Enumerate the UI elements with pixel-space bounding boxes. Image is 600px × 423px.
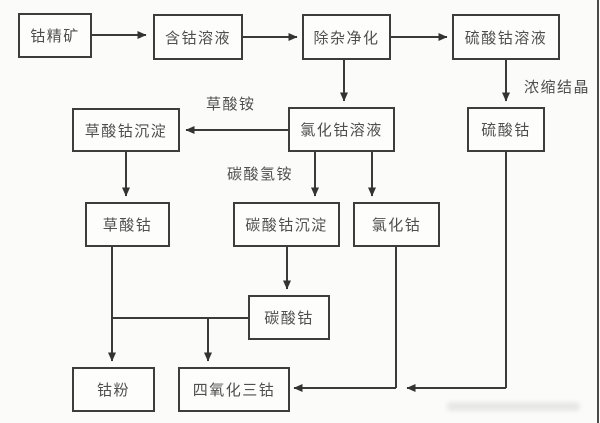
- node-purification: 除杂净化: [302, 14, 391, 60]
- node-tricobalt-tetroxide: 四氧化三钴: [178, 367, 290, 412]
- node-cobalt-chloride-solution: 氯化钴溶液: [288, 107, 395, 152]
- node-cobalt-carbonate-precipitate: 碳酸钴沉淀: [233, 202, 340, 247]
- image-right-border: [597, 0, 599, 423]
- node-cobalt-oxalate: 草酸钴: [85, 202, 170, 247]
- node-cobalt-concentrate: 钴精矿: [18, 13, 92, 58]
- label-ammonium-bicarbonate: 碳酸氢铵: [227, 166, 294, 183]
- node-cobalt-oxalate-precipitate: 草酸钴沉淀: [72, 108, 180, 152]
- node-cobalt-solution: 含钴溶液: [153, 14, 243, 60]
- node-cobalt-sulfate: 硫酸钴: [467, 107, 545, 152]
- node-cobalt-carbonate: 碳酸钴: [248, 295, 330, 340]
- node-cobalt-powder: 钴粉: [72, 367, 155, 412]
- label-concentration-crystallization: 浓缩结晶: [524, 79, 591, 96]
- node-cobalt-sulfate-solution: 硫酸钴溶液: [452, 14, 560, 60]
- label-ammonium-oxalate: 草酸铵: [206, 96, 256, 113]
- watermark-smudge: [447, 402, 580, 411]
- node-cobalt-chloride: 氯化钴: [353, 202, 440, 247]
